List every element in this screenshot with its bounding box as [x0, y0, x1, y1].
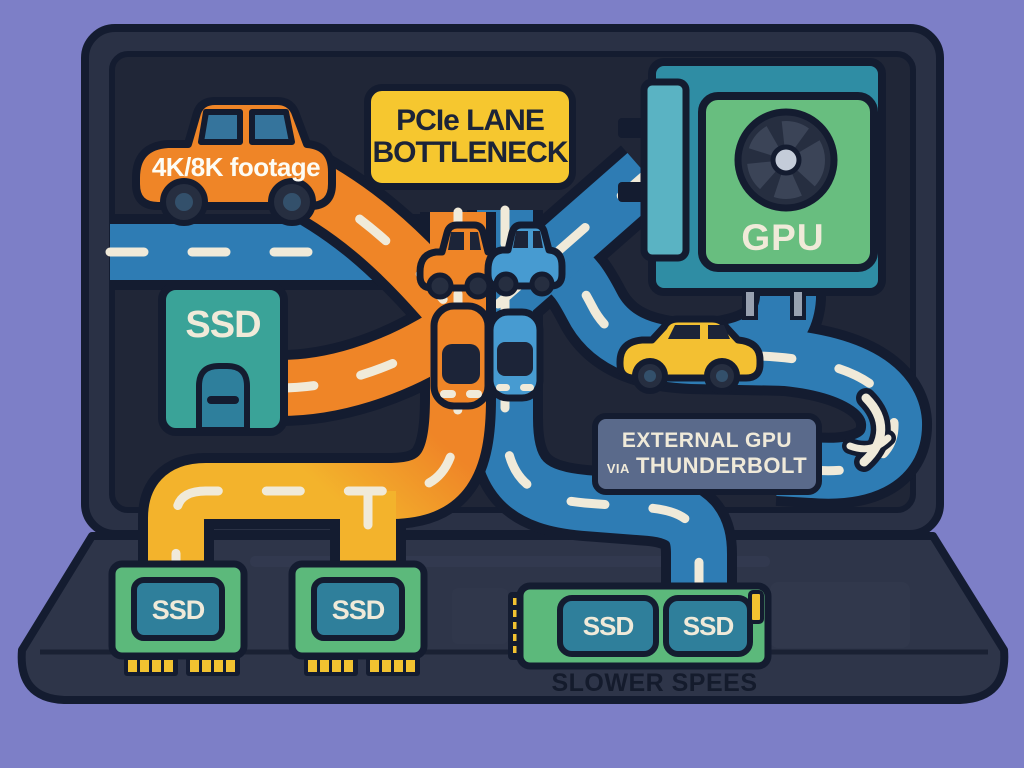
- footage-car-label: 4K/8K footage: [151, 151, 321, 182]
- egpu-thunderbolt: THUNDERBOLT: [635, 453, 808, 479]
- ssd-card-2-label: SSD: [331, 594, 386, 625]
- sign-line-1: PCIe LANE: [396, 103, 545, 137]
- trackpad-hint: [452, 588, 508, 644]
- keyboard-block-hint: [770, 582, 910, 648]
- queued-car-blue-side: [484, 221, 566, 297]
- m2-chip-1-label: SSD: [582, 610, 634, 641]
- yellow-car: [616, 315, 764, 394]
- egpu-via: VIA: [606, 461, 630, 477]
- footage-car: [132, 97, 336, 226]
- egpu-line-2: VIA THUNDERBOLT: [607, 453, 807, 479]
- gpu-bracket: [640, 78, 690, 262]
- sign-line-2: BOTTLENECK: [372, 136, 569, 169]
- gpu-card: [618, 58, 886, 320]
- slower-speeds-caption: SLOWER SPEES: [551, 668, 758, 697]
- gpu-pin: [742, 288, 758, 320]
- ssd-box-label: SSD: [185, 303, 261, 346]
- queued-car-blue-front: [486, 308, 544, 402]
- thunderbolt-icon: [842, 388, 896, 472]
- gpu-label: GPU: [741, 217, 825, 258]
- external-gpu-label: EXTERNAL GPU VIA THUNDERBOLT: [592, 413, 822, 495]
- m2-notch: [748, 590, 764, 624]
- ssd-card: [108, 560, 248, 676]
- egpu-line-1: EXTERNAL GPU: [621, 429, 793, 453]
- pins-group: [124, 656, 240, 676]
- m2-ssd: [508, 582, 772, 670]
- pins-group: [304, 656, 420, 676]
- fan-icon: [734, 108, 838, 212]
- ssd-card: [288, 560, 428, 676]
- ssd-box: [158, 282, 288, 436]
- queued-car-orange-front: [430, 302, 492, 410]
- gpu-pin: [790, 288, 806, 320]
- bottleneck-sign: PCIe LANE BOTTLENECK: [364, 84, 576, 190]
- queued-car-orange-side: [416, 221, 506, 300]
- ssd-card-1-label: SSD: [151, 594, 206, 625]
- m2-chip-2-label: SSD: [682, 610, 734, 641]
